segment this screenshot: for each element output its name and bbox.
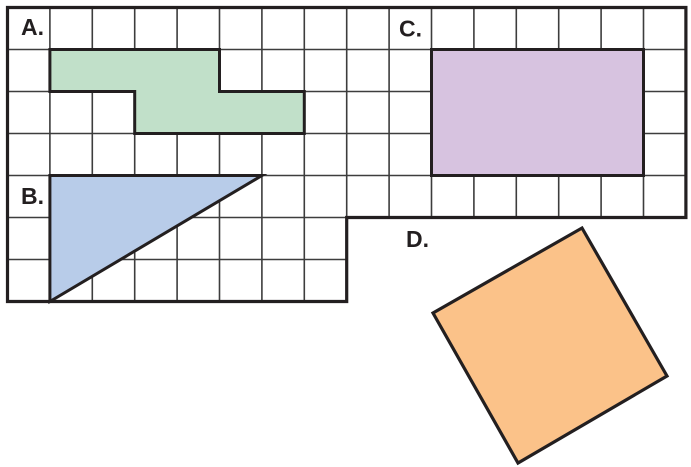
label-shape-d: D. [406, 226, 429, 252]
label-shape-b: B. [21, 183, 44, 209]
shape-c-rectangle [430, 48, 645, 177]
label-shape-c: C. [399, 16, 422, 42]
label-shape-a: A. [21, 14, 44, 40]
labels-layer: A. B. C. D. [21, 14, 429, 252]
grid-border [5, 5, 688, 304]
shapes-layer [48, 48, 670, 466]
shape-b-right-triangle [48, 174, 268, 305]
shape-d-rotated-square [430, 225, 670, 466]
shape-a-z-shaped-octagon [48, 48, 306, 135]
grid-outline [5, 5, 688, 304]
